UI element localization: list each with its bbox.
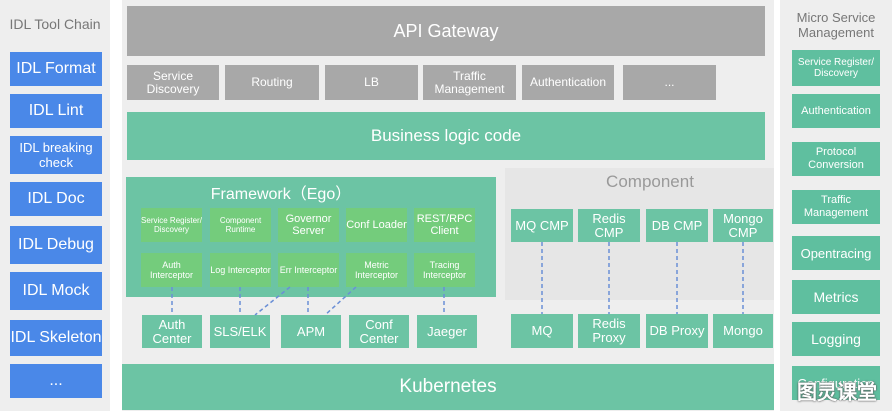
infra-jaeger: Jaeger — [417, 315, 477, 348]
msm-configuration: Configuration — [792, 366, 880, 400]
fw-rest-rpc-client: REST/RPC Client — [414, 208, 475, 242]
infra-apm: APM — [281, 315, 341, 348]
idl-toolchain-title: IDL Tool Chain — [9, 16, 101, 32]
business-logic-bar: Business logic code — [127, 112, 765, 160]
fw-governor-server: Governor Server — [278, 208, 339, 242]
msm-traffic-management: Traffic Management — [792, 190, 880, 224]
idl-skeleton-item: IDL Skeleton — [10, 320, 102, 356]
component-mq: MQ — [511, 314, 573, 348]
watermark: 图灵课堂 — [797, 380, 877, 404]
msm-opentracing: Opentracing — [792, 236, 880, 270]
infra-auth-center: Auth Center — [142, 315, 202, 348]
api-gateway-bar: API Gateway — [127, 6, 765, 56]
fw-err-interceptor: Err Interceptor — [278, 253, 339, 287]
component-mongo-cmp: Mongo CMP — [713, 209, 773, 242]
idl-doc-item: IDL Doc — [10, 182, 102, 216]
component-redis-proxy: Redis Proxy — [578, 314, 640, 348]
gateway-authentication: Authentication — [522, 65, 614, 100]
micro-service-title: Micro Service Management — [796, 10, 876, 40]
component-mongo: Mongo — [713, 314, 773, 348]
component-title: Component — [606, 172, 694, 191]
framework-title: Framework（Ego） — [210, 186, 352, 203]
idl-mock-item: IDL Mock — [10, 272, 102, 310]
infra-conf-center: Conf Center — [349, 315, 409, 348]
msm-metrics: Metrics — [792, 280, 880, 314]
idl-breaking-check-item: IDL breaking check — [10, 136, 102, 174]
fw-service-register: Service Register/ Discovery — [141, 208, 202, 242]
gateway-lb: LB — [325, 65, 418, 100]
component-redis-cmp: Redis CMP — [578, 209, 640, 242]
idl-format-item: IDL Format — [10, 52, 102, 86]
gateway-routing: Routing — [225, 65, 319, 100]
fw-metric-interceptor: Metric Interceptor — [346, 253, 407, 287]
gateway-traffic-management: Traffic Management — [423, 65, 516, 100]
fw-tracing-interceptor: Tracing Interceptor — [414, 253, 475, 287]
component-mq-cmp: MQ CMP — [511, 209, 573, 242]
msm-authentication: Authentication — [792, 94, 880, 128]
msm-service-register: Service Register/ Discovery — [792, 50, 880, 86]
fw-component-runtime: Component Runtime — [210, 208, 271, 242]
infra-sls-elk: SLS/ELK — [210, 315, 270, 348]
idl-debug-item: IDL Debug — [10, 226, 102, 264]
idl-more-item: ... — [10, 364, 102, 398]
idl-lint-item: IDL Lint — [10, 94, 102, 128]
kubernetes-bar: Kubernetes — [122, 364, 774, 410]
msm-logging: Logging — [792, 322, 880, 356]
component-db-cmp: DB CMP — [646, 209, 708, 242]
fw-conf-loader: Conf Loader — [346, 208, 407, 242]
msm-protocol-conversion: Protocol Conversion — [792, 142, 880, 176]
fw-auth-interceptor: Auth Interceptor — [141, 253, 202, 287]
fw-log-interceptor: Log Interceptor — [210, 253, 271, 287]
gateway-more: ... — [623, 65, 716, 100]
gateway-service-discovery: Service Discovery — [127, 65, 219, 100]
component-db-proxy: DB Proxy — [646, 314, 708, 348]
